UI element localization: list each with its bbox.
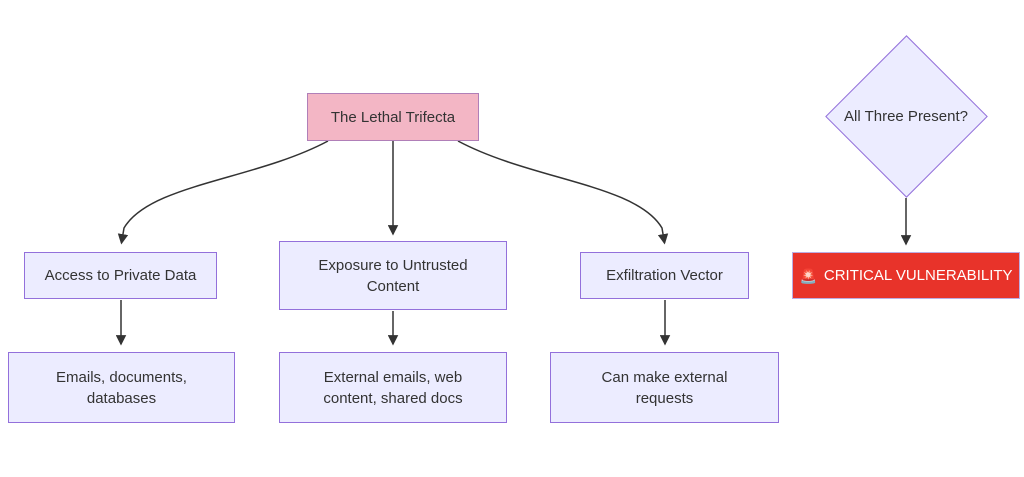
node-external-emails-web-content: External emails, web content, shared doc…	[279, 352, 507, 423]
node-access-to-private-data: Access to Private Data	[24, 252, 217, 299]
node-the-lethal-trifecta: The Lethal Trifecta	[307, 93, 479, 141]
node-can-make-external-requests: Can make external requests	[550, 352, 779, 423]
node-critical-vulnerability: 🚨 CRITICAL VULNERABILITY	[792, 252, 1020, 299]
node-all-three-present: All Three Present?	[824, 34, 988, 198]
police-light-icon: 🚨	[799, 267, 817, 284]
node-exposure-to-untrusted-content: Exposure to Untrusted Content	[279, 241, 507, 310]
decision-label: All Three Present?	[844, 107, 968, 125]
node-emails-documents-databases: Emails, documents, databases	[8, 352, 235, 423]
edge-trifecta-to-access	[117, 140, 329, 245]
node-exfiltration-vector: Exfiltration Vector	[580, 252, 749, 299]
critical-label: CRITICAL VULNERABILITY	[823, 267, 1013, 284]
edge-trifecta-to-exfiltration	[457, 140, 669, 245]
